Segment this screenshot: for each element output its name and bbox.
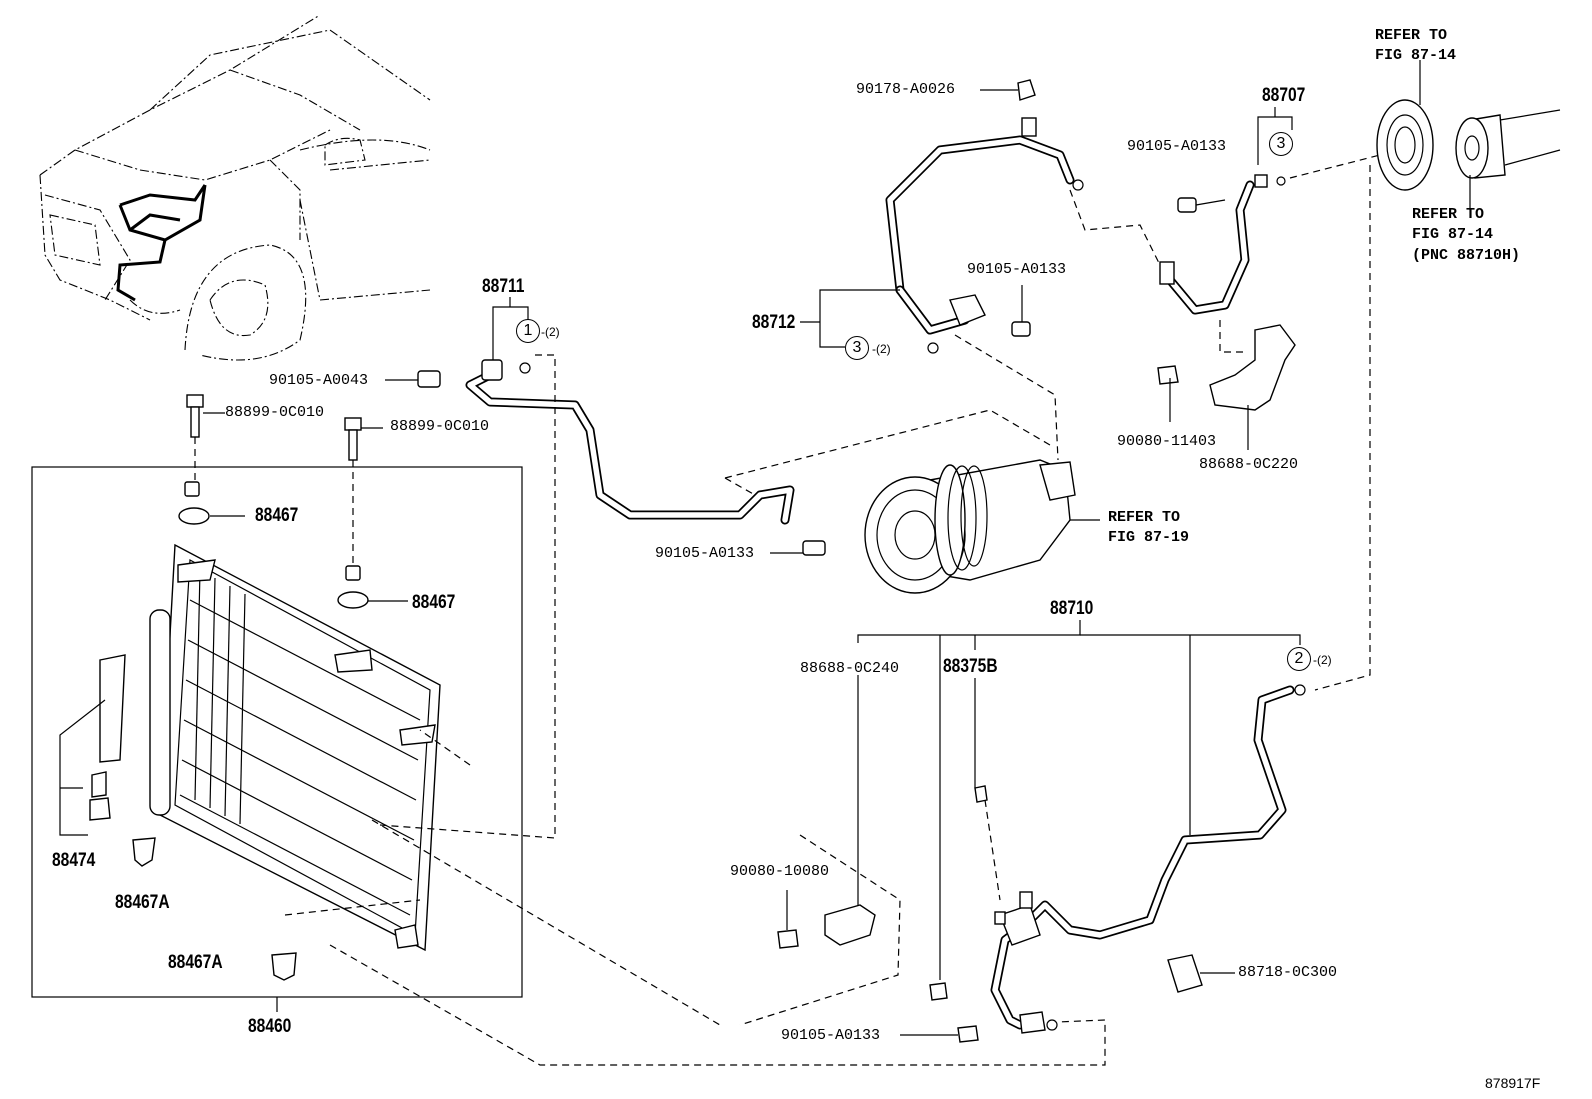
oring-callout-3-top: 3 (1269, 132, 1293, 156)
oring-callout-2: 2 (1287, 647, 1311, 671)
refer-note-top: REFER TO FIG 87-14 (1375, 26, 1456, 67)
diagram-id: 878917F (1485, 1075, 1541, 1091)
refer-note-clutch: REFER TO FIG 87-14 (PNC 88710H) (1412, 205, 1520, 266)
part-label-88707: 88707 (1262, 85, 1306, 106)
bracket-88688-0C220 (1157, 324, 1296, 450)
part-label-90105-A0043: 90105-A0043 (269, 372, 369, 389)
oring-qty-3: -(2) (872, 342, 891, 356)
oring-callout-1: 1 (516, 319, 540, 343)
part-label-90105-A0133-top: 90105-A0133 (1127, 138, 1227, 155)
part-label-88688-0C240: 88688-0C240 (800, 660, 900, 677)
clutch-parts (1314, 60, 1561, 691)
part-label-88460: 88460 (248, 1016, 292, 1037)
part-label-88710: 88710 (1050, 598, 1094, 619)
part-label-88711: 88711 (482, 276, 525, 297)
refer-note-compressor: REFER TO FIG 87-19 (1108, 508, 1189, 549)
oring-qty-2: -(2) (1313, 653, 1332, 667)
part-label-88718-0C300: 88718-0C300 (1238, 964, 1338, 981)
part-label-88899-0C010-left: 88899-0C010 (225, 404, 325, 421)
part-label-90105-A0133-mid: 90105-A0133 (967, 261, 1067, 278)
refer-note-line: REFER TO (1108, 509, 1181, 526)
part-label-90178-A0026: 90178-A0026 (856, 81, 956, 98)
condenser-assembly (149, 543, 441, 952)
vehicle-sketch (39, 14, 431, 361)
part-label-88467-lower: 88467 (412, 592, 456, 613)
oring-qty-1: -(2) (541, 325, 560, 339)
part-label-88467A-lower: 88467A (168, 952, 223, 973)
part-label-88467A-upper: 88467A (115, 892, 170, 913)
part-label-88688-0C220: 88688-0C220 (1199, 456, 1299, 473)
part-label-88899-0C010-right: 88899-0C010 (390, 418, 490, 435)
part-label-88375B: 88375B (943, 656, 998, 677)
tube-88707 (1159, 107, 1381, 353)
refer-note-line: REFER TO (1412, 206, 1485, 223)
refer-note-line: FIG 87-19 (1108, 529, 1190, 547)
part-label-90080-10080: 90080-10080 (730, 863, 830, 880)
suction-hose-88712 (800, 79, 1161, 461)
part-label-88712: 88712 (752, 312, 796, 333)
side-seal-parts (59, 654, 297, 981)
part-label-90080-11403: 90080-11403 (1117, 433, 1217, 450)
part-label-90105-A0133-hose: 90105-A0133 (655, 545, 755, 562)
mount-bolts (178, 394, 408, 609)
bracket-88688-0C240 (739, 675, 901, 1026)
part-label-90105-A0133-bottom: 90105-A0133 (781, 1027, 881, 1044)
refer-note-line: REFER TO (1375, 27, 1448, 44)
refer-note-line: FIG 87-14 (1375, 47, 1457, 65)
discharge-hose-88711 (379, 297, 826, 839)
part-label-88474: 88474 (52, 850, 96, 871)
part-label-88467-upper: 88467 (255, 505, 299, 526)
compressor (724, 409, 1100, 594)
refer-note-line: FIG 87-14 (1412, 226, 1494, 244)
liquid-tube-88710 (857, 620, 1306, 1043)
oring-callout-3-left: 3 (845, 336, 869, 360)
refer-note-line: (PNC 88710H) (1412, 246, 1521, 264)
